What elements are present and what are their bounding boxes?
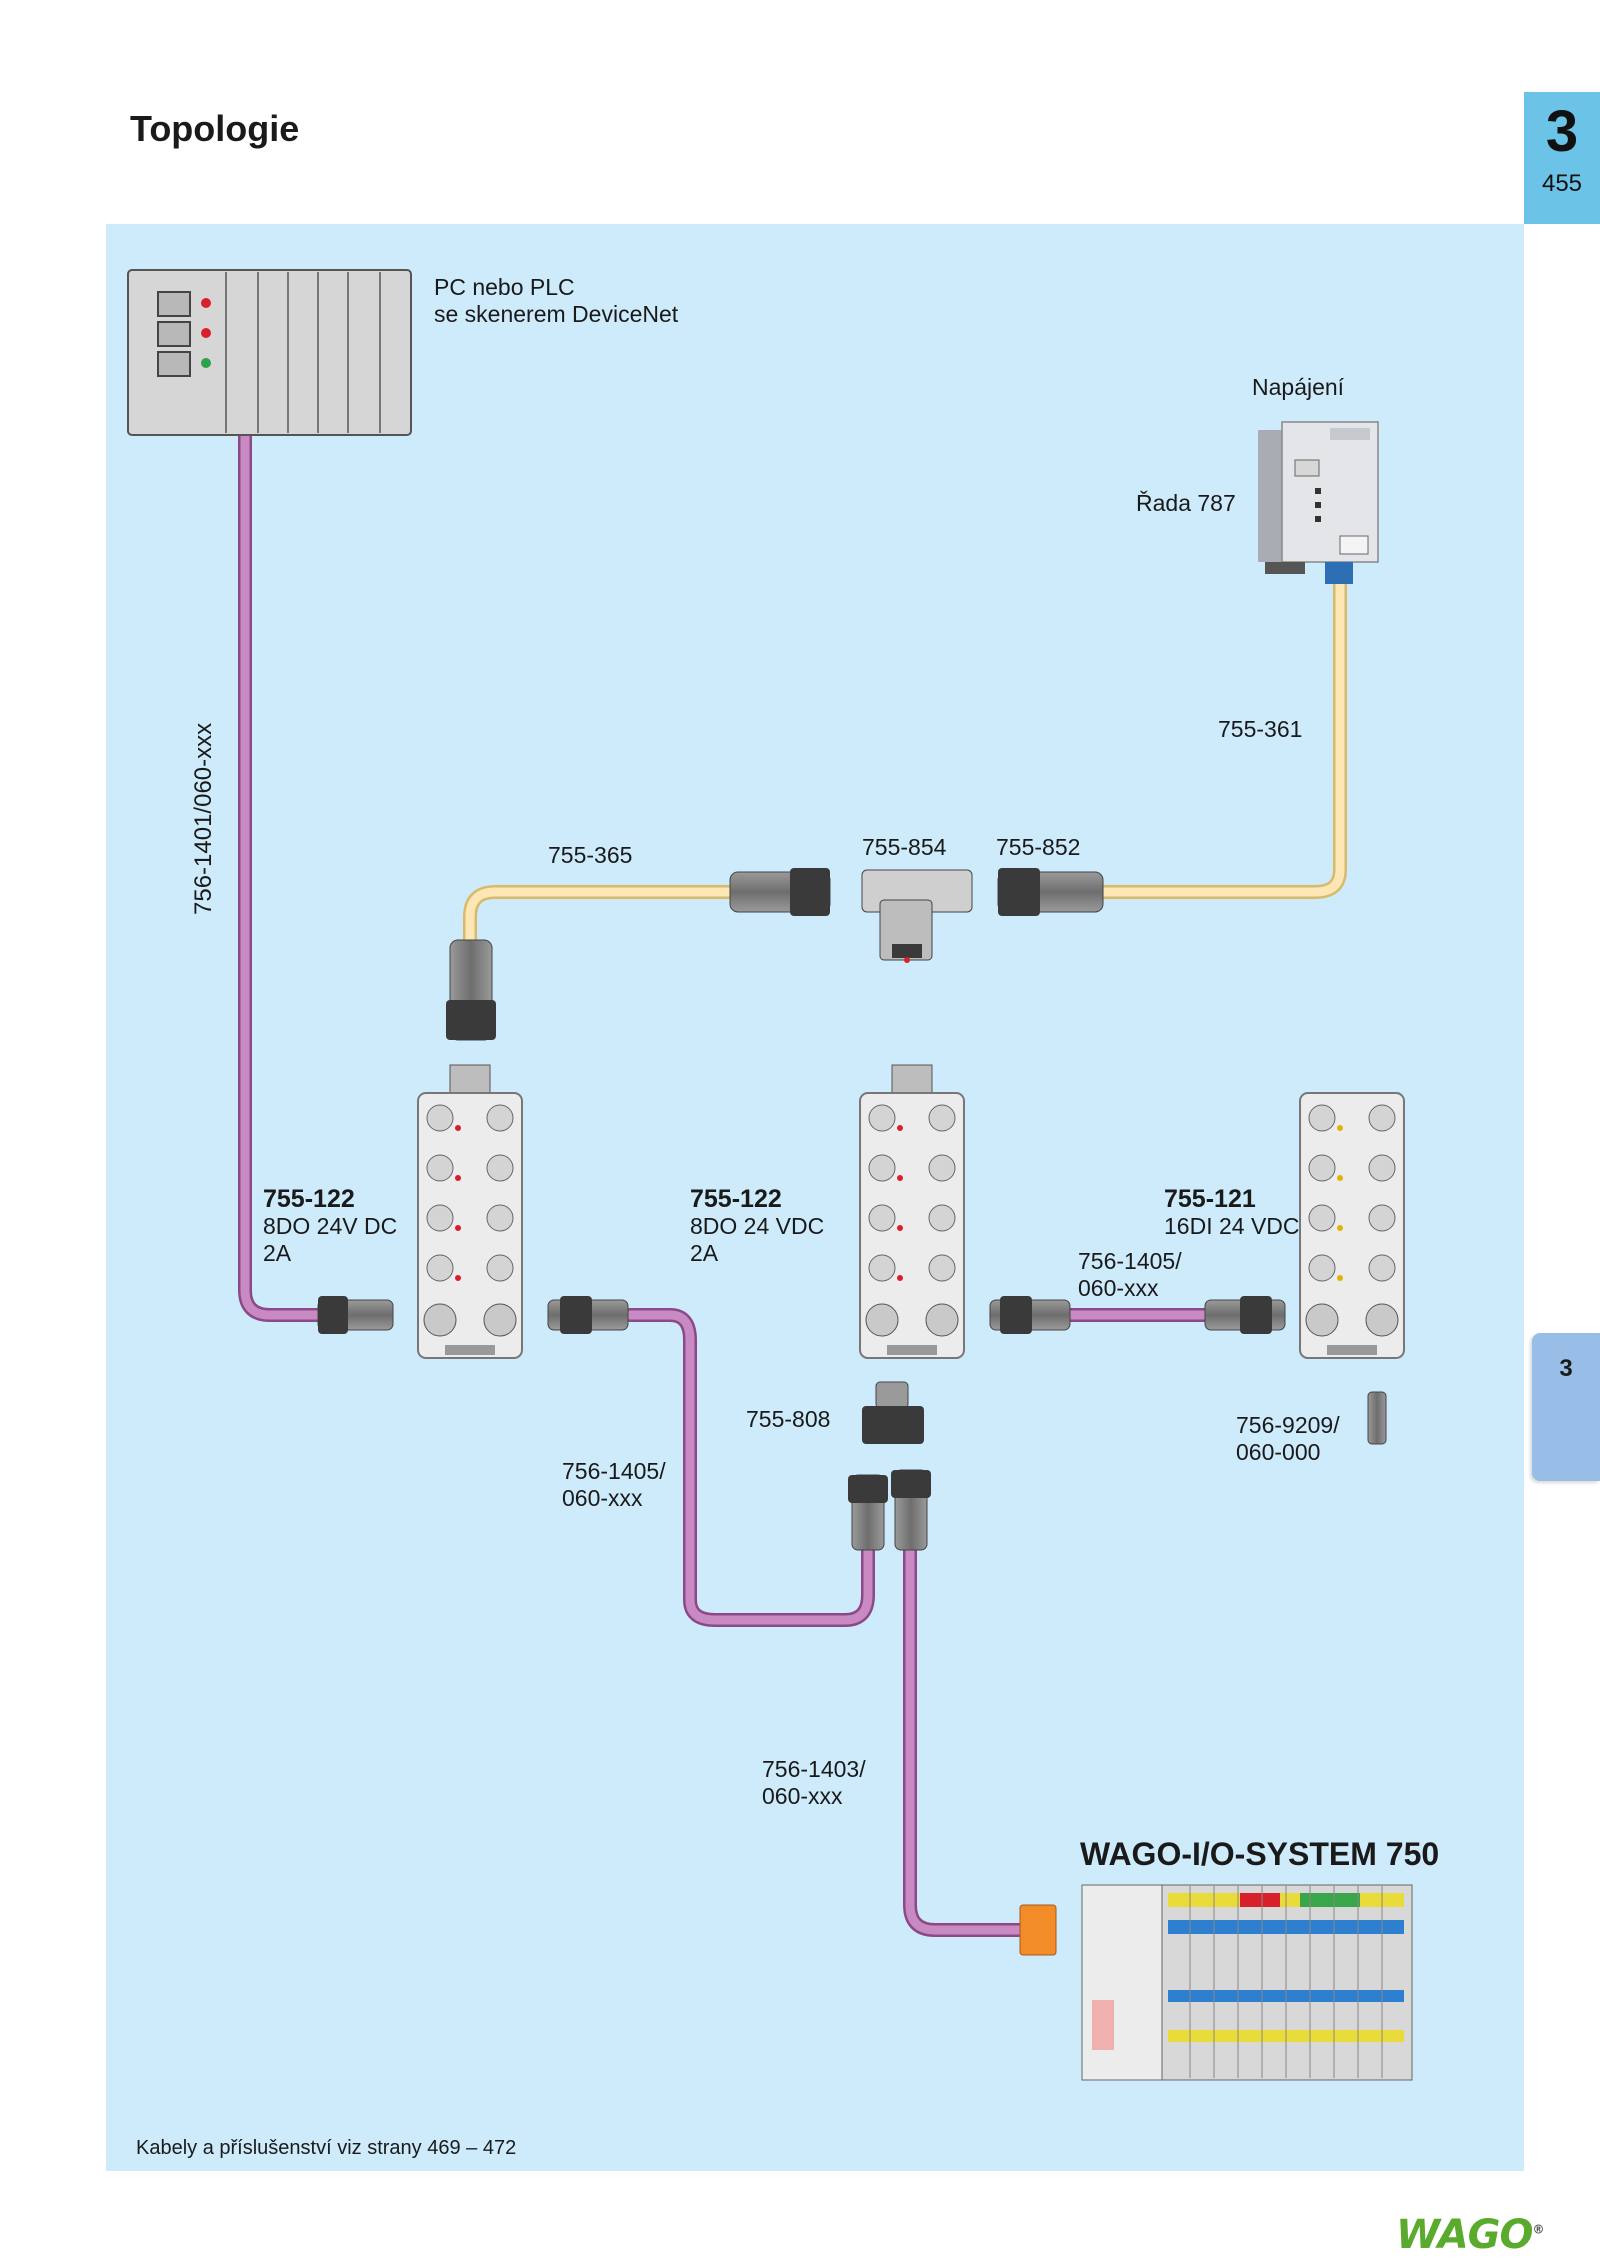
- module-a-code: 755-122: [263, 1185, 355, 1213]
- wago-system-label: WAGO-I/O-SYSTEM 750: [1080, 1836, 1440, 1872]
- drop-c-line1: 756-1405/: [1078, 1248, 1182, 1274]
- module-b-current: 2A: [690, 1240, 719, 1266]
- module-a-current: 2A: [263, 1240, 292, 1266]
- power-cable: [1093, 573, 1347, 899]
- chapter-number: 3: [1545, 99, 1579, 164]
- drop-c-label: 756-1405/ 060-xxx: [1078, 1248, 1182, 1302]
- drop-b-line2: 060-xxx: [562, 1485, 643, 1511]
- module-b-spec: 8DO 24 VDC: [690, 1213, 825, 1239]
- wago-logo: WAGO®: [1396, 2212, 1545, 2258]
- power-series: Řada 787: [1136, 490, 1236, 516]
- module-c-code: 755-121: [1164, 1185, 1256, 1213]
- connector-vertical-755-365: [446, 939, 496, 1041]
- tee-label: 755-854: [862, 834, 947, 860]
- wago-io-system-icon: [1019, 1884, 1413, 2081]
- module-b-label: 755-122 8DO 24 VDC 2A: [690, 1186, 824, 1267]
- connector-module-a: [317, 1296, 394, 1334]
- terminator-line1: 756-9209/: [1236, 1412, 1340, 1438]
- page-title: Topologie: [130, 108, 300, 149]
- trunk-cable-yellow: [463, 885, 737, 952]
- drop-cable-b: [623, 1308, 875, 1627]
- yellow-cable-label: 755-365: [548, 842, 633, 868]
- trunk-cable-label: 756-1401/060-xxx: [190, 722, 217, 915]
- plc-rack: [127, 269, 412, 436]
- module-755-121: [1299, 1092, 1405, 1359]
- module-a-label: 755-122 8DO 24V DC 2A: [263, 1186, 397, 1267]
- plc-label-line1: PC nebo PLC: [434, 274, 575, 300]
- splitter-755-808: [862, 1381, 924, 1444]
- connector-label: 755-852: [996, 834, 1081, 860]
- connector-755-365: [729, 868, 831, 916]
- power-supply-icon: [1258, 421, 1379, 584]
- terminator-756-9209: [1367, 1391, 1387, 1445]
- split-connector-right: [891, 1469, 931, 1551]
- tee-755-854: [861, 869, 973, 963]
- terminator-line2: 060-000: [1236, 1439, 1321, 1465]
- side-chapter-tab[interactable]: 3: [1532, 1333, 1600, 1481]
- drop-b-line1: 756-1405/: [562, 1458, 666, 1484]
- connector-755-852: [997, 868, 1104, 916]
- module-a-spec: 8DO 24V DC: [263, 1213, 398, 1239]
- bottom-line2: 060-xxx: [762, 1783, 843, 1809]
- bottom-line1: 756-1403/: [762, 1756, 866, 1782]
- page-number: 455: [1541, 170, 1583, 197]
- connector-module-b-in: [547, 1296, 629, 1334]
- module-c-spec: 16DI 24 VDC: [1164, 1213, 1300, 1239]
- plc-label: PC nebo PLC se skenerem DeviceNet: [434, 274, 678, 328]
- plc-label-line2: se skenerem DeviceNet: [434, 301, 679, 327]
- power-title: Napájení: [1252, 374, 1345, 400]
- module-755-122-b: [859, 1064, 965, 1359]
- drop-c-line2: 060-xxx: [1078, 1275, 1159, 1301]
- trunk-cable-vertical: [238, 405, 327, 1322]
- module-b-code: 755-122: [690, 1185, 782, 1213]
- module-c-label: 755-121 16DI 24 VDC: [1164, 1186, 1300, 1240]
- drop-b-label: 756-1405/ 060-xxx: [562, 1458, 666, 1512]
- connector-drop-c-left: [989, 1296, 1071, 1334]
- terminator-label: 756-9209/ 060-000: [1236, 1412, 1340, 1466]
- module-755-122-a: [417, 1064, 523, 1359]
- chapter-tab: 3 455: [1524, 92, 1600, 224]
- split-connector-left: [848, 1474, 888, 1551]
- bottom-cable-label: 756-1403/ 060-xxx: [762, 1756, 866, 1810]
- side-tab-label: 3: [1559, 1355, 1573, 1382]
- connector-drop-c-right: [1204, 1296, 1286, 1334]
- power-cable-label: 755-361: [1218, 716, 1303, 742]
- splitter-label: 755-808: [746, 1406, 831, 1432]
- footnote: Kabely a příslušenství viz strany 469 – …: [136, 2137, 517, 2159]
- bottom-cable: [903, 1523, 1027, 1937]
